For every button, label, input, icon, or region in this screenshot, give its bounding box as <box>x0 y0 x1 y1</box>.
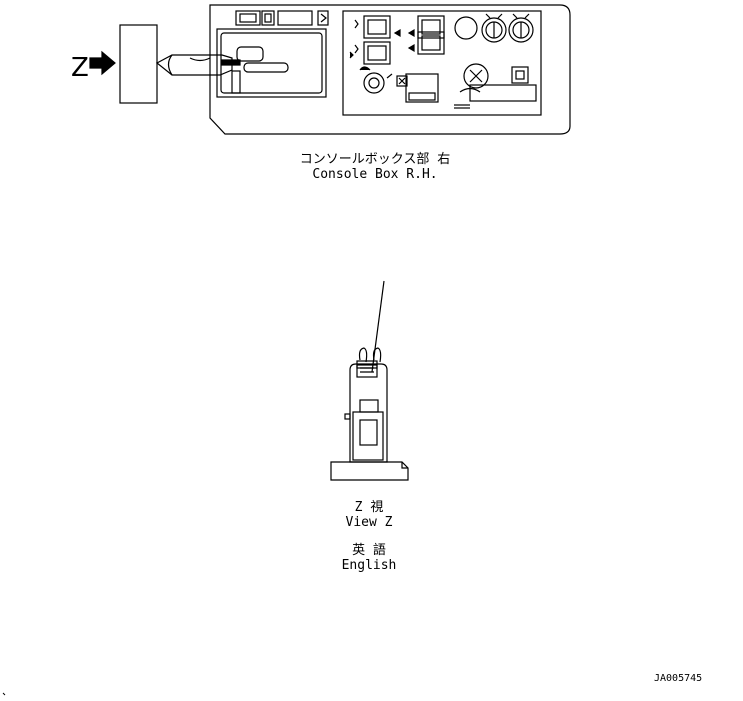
view-z-caption-en: View Z <box>345 515 393 530</box>
key-switch <box>459 63 489 93</box>
label-plate <box>119 24 158 104</box>
console-box-caption-jp: コンソールボックス部 右 <box>299 152 451 167</box>
console-box-caption-en: Console Box R.H. <box>312 167 438 182</box>
lower-knob <box>359 66 393 94</box>
rocker-switches <box>349 15 445 65</box>
small-square-switch <box>511 66 529 84</box>
switch-panel <box>342 10 542 116</box>
round-knob <box>454 16 478 40</box>
corner-mark <box>2 692 6 696</box>
lever-gate-panel <box>216 28 327 98</box>
view-z-base <box>330 461 409 481</box>
control-dials <box>481 13 534 43</box>
language-caption-jp: 英 語 <box>352 543 386 558</box>
top-switch-row <box>235 10 329 26</box>
console-box-housing <box>209 4 571 135</box>
drawing-code: JA005745 <box>654 673 703 684</box>
panel-bottom-strip <box>469 84 537 102</box>
view-z-housing <box>344 363 388 463</box>
view-z-caption-jp: Z 視 <box>354 500 384 515</box>
view-direction-arrow <box>89 50 116 76</box>
indicator-box <box>396 73 439 103</box>
view-marker-letter: Z <box>71 53 89 83</box>
language-caption-en: English <box>341 558 397 573</box>
